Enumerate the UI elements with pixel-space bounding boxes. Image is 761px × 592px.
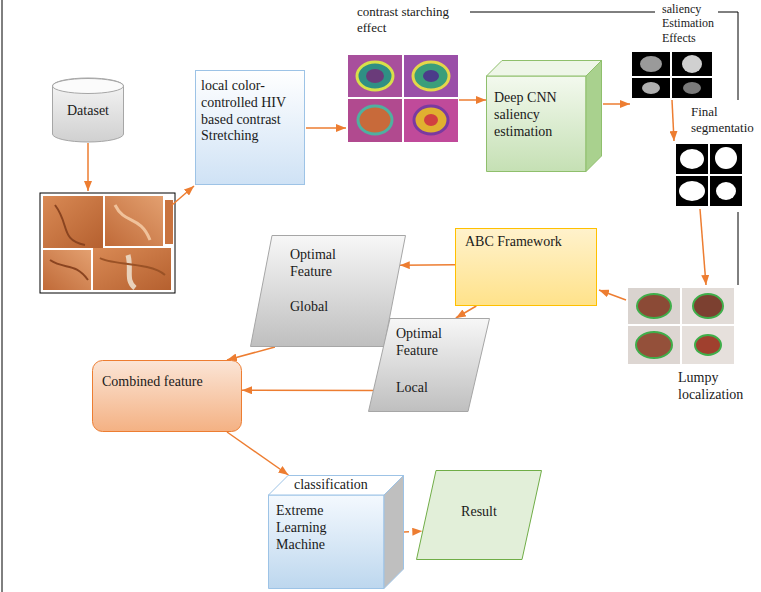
picture-caption: Lumpy localization	[678, 370, 758, 404]
node-subtext: Global	[290, 299, 370, 321]
node-text: Result	[440, 500, 518, 524]
frame-line	[2, 0, 3, 592]
frame-line	[718, 12, 738, 13]
rounded-box: Combined feature	[92, 360, 242, 432]
flow-arrow	[242, 389, 378, 391]
picture-caption: contrast starching effect	[357, 4, 461, 35]
node-text: classification	[294, 476, 390, 495]
node-text: Dataset	[54, 98, 122, 124]
node-subtext: Local	[396, 380, 456, 402]
flow-arrow	[227, 432, 288, 475]
node-text: Combined feature	[102, 374, 234, 396]
frame-line	[470, 12, 655, 13]
node-subtext: Extreme Learning Machine	[276, 503, 376, 573]
node-text: Deep CNN saliency estimation	[494, 90, 582, 164]
dataset-cylinder: Dataset	[52, 78, 124, 142]
frame-line	[738, 212, 739, 285]
saliency-tiles	[632, 52, 712, 98]
node-text: Optimal Feature	[290, 247, 370, 291]
node-text: local color-controlled HIV based contras…	[201, 78, 301, 180]
process-box: ABC Framework	[455, 228, 597, 306]
picture-caption: Final segmentatio	[691, 104, 759, 135]
data-parallelogram: Optimal FeatureGlobal	[250, 235, 406, 347]
flow-arrow	[400, 264, 455, 266]
process-box: local color-controlled HIV based contras…	[195, 70, 305, 185]
segmentation-tiles	[676, 144, 742, 206]
picture-caption: saliency Estimation Effects	[662, 2, 744, 45]
flow-arrow	[456, 306, 476, 318]
skin-photo	[40, 193, 175, 293]
output-parallelogram: Result	[416, 470, 542, 560]
localization-tiles	[628, 288, 734, 364]
contrast-tiles	[348, 55, 458, 142]
frame-line	[738, 12, 739, 100]
classifier-cube: classificationExtreme Learning Machine	[268, 475, 404, 589]
data-parallelogram: Optimal FeatureLocal	[368, 318, 490, 412]
flow-arrow	[227, 347, 275, 360]
node-text: ABC Framework	[465, 234, 591, 256]
node-outline	[92, 360, 242, 432]
node-text: Optimal Feature	[396, 326, 472, 370]
flow-arrow	[404, 530, 422, 532]
cnn-cube: Deep CNN saliency estimation	[486, 60, 602, 172]
